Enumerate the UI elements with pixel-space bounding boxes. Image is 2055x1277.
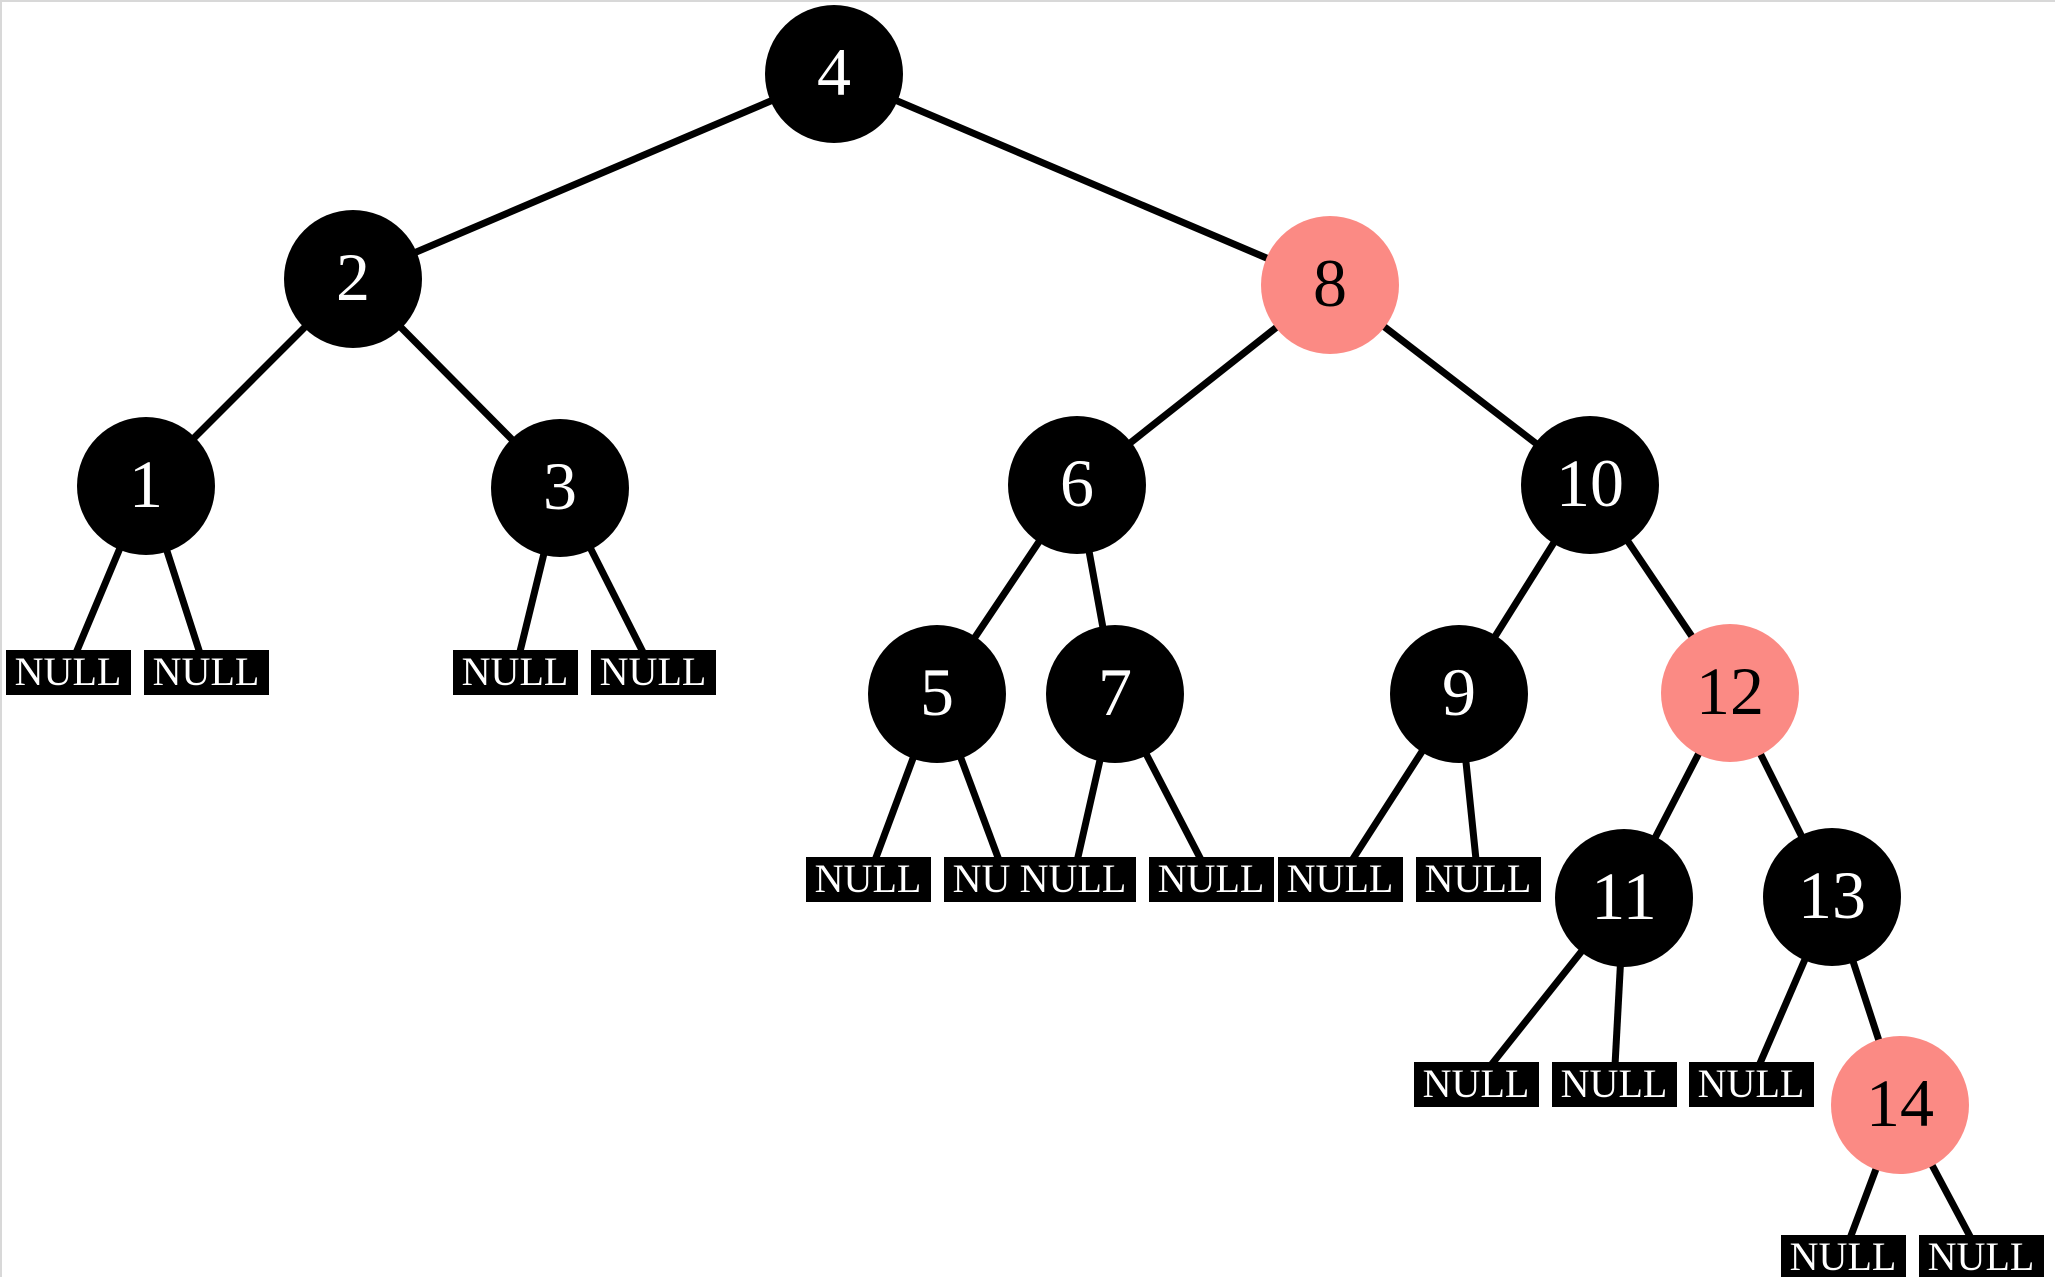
tree-null-leaf: NULL — [1551, 1060, 1677, 1107]
tree-node-label: 13 — [1798, 857, 1866, 933]
tree-null-leaf-label: NULL — [599, 648, 707, 694]
tree-node-7[interactable]: 7 — [1046, 625, 1184, 763]
tree-node-label: 11 — [1591, 858, 1657, 934]
tree-node-12[interactable]: 12 — [1661, 624, 1799, 762]
tree-null-leaf-label: NULL — [1560, 1060, 1668, 1106]
tree-null-leaf: NULL — [5, 648, 131, 695]
tree-null-leaf-label: NULL — [814, 855, 922, 901]
tree-null-leaf: NULL — [1780, 1233, 1906, 1277]
tree-null-leaf-label: NULL — [14, 648, 122, 694]
tree-node-9[interactable]: 9 — [1390, 625, 1528, 763]
tree-null-leaf: NULL — [590, 648, 716, 695]
tree-null-leaf: NULL — [1918, 1233, 2044, 1277]
tree-node-4[interactable]: 4 — [765, 5, 903, 143]
tree-node-14[interactable]: 14 — [1831, 1036, 1969, 1174]
tree-null-leaf: NULL — [1277, 855, 1403, 902]
tree-node-label: 1 — [129, 446, 163, 522]
tree-null-leaf-label: NULL — [1422, 1060, 1530, 1106]
tree-edge — [832, 70, 1332, 289]
tree-null-leaf: NULL — [805, 855, 931, 902]
tree-node-label: 6 — [1060, 445, 1094, 521]
tree-null-leaf-label: NULL — [1157, 855, 1265, 901]
tree-node-label: 7 — [1098, 654, 1132, 730]
tree-null-leaf-label: NULL — [1019, 855, 1127, 901]
tree-node-label: 4 — [817, 34, 851, 110]
tree-node-11[interactable]: 11 — [1555, 829, 1693, 967]
tree-node-label: 3 — [543, 448, 577, 524]
tree-null-leaf: NULL — [143, 648, 269, 695]
tree-null-leaf-label: NULL — [1286, 855, 1394, 901]
tree-node-label: 9 — [1442, 654, 1476, 730]
tree-edge — [351, 70, 836, 283]
tree-node-label: 14 — [1866, 1065, 1934, 1141]
tree-null-leaf: NULL — [1415, 855, 1541, 902]
tree-null-leaf-label: NULL — [152, 648, 260, 694]
tree-node-label: 5 — [920, 654, 954, 730]
tree-null-leaf-label: NULL — [1789, 1233, 1897, 1277]
tree-node-8[interactable]: 8 — [1261, 216, 1399, 354]
tree-node-3[interactable]: 3 — [491, 419, 629, 557]
tree-node-2[interactable]: 2 — [284, 210, 422, 348]
tree-node-1[interactable]: 1 — [77, 417, 215, 555]
tree-null-leaf: NULL — [1413, 1060, 1539, 1107]
tree-null-leaf: NULL — [1010, 855, 1136, 902]
tree-null-leaf-label: NULL — [1697, 1060, 1805, 1106]
tree-node-6[interactable]: 6 — [1008, 416, 1146, 554]
tree-null-leaf-label: NULL — [461, 648, 569, 694]
tree-null-leaf: NULL — [1688, 1060, 1814, 1107]
tree-node-10[interactable]: 10 — [1521, 416, 1659, 554]
tree-null-leaf-label: NULL — [1927, 1233, 2035, 1277]
tree-node-13[interactable]: 13 — [1763, 828, 1901, 966]
tree-node-label: 12 — [1696, 653, 1764, 729]
tree-node-label: 10 — [1556, 445, 1624, 521]
tree-null-leaf: NULL — [452, 648, 578, 695]
tree-node-label: 2 — [336, 239, 370, 315]
tree-node-5[interactable]: 5 — [868, 625, 1006, 763]
tree-node-label: 8 — [1313, 245, 1347, 321]
tree-null-leaf-label: NULL — [1424, 855, 1532, 901]
tree-null-leaf: NULL — [1148, 855, 1274, 902]
